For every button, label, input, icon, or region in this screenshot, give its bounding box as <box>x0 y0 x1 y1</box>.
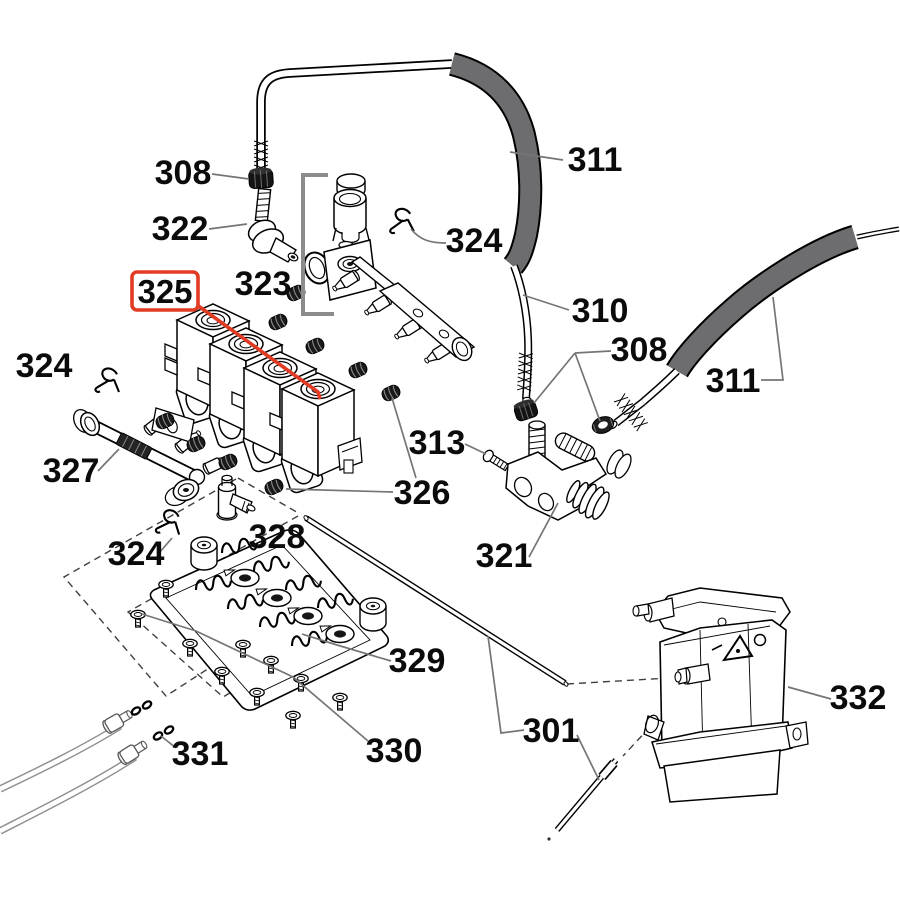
nut-308-b2 <box>591 416 615 434</box>
label-324-bottom: 324 <box>108 535 165 573</box>
label-324-left: 324 <box>16 347 73 385</box>
nut-308-a2 <box>513 399 539 422</box>
label-322: 322 <box>152 210 209 248</box>
label-328: 328 <box>249 518 306 556</box>
label-308-right: 308 <box>611 331 668 369</box>
highlight-box-325 <box>130 270 200 312</box>
label-308-top: 308 <box>155 154 212 192</box>
label-326: 326 <box>394 474 451 512</box>
nut-308-top <box>248 167 274 189</box>
tube-301-long <box>303 515 569 687</box>
fitting-322 <box>247 167 299 263</box>
solenoid-coil-4 <box>269 372 355 496</box>
label-325-highlighted: 325 <box>137 273 192 310</box>
clip-324-left <box>93 365 127 400</box>
label-327: 327 <box>43 452 100 490</box>
rubber-mount-post <box>359 597 387 632</box>
manifold-rail-323 <box>329 256 476 367</box>
sleeve-311-right <box>666 225 859 378</box>
label-310: 310 <box>572 292 629 330</box>
label-324-top: 324 <box>446 222 503 260</box>
rubber-mount-post <box>190 536 218 571</box>
label-331: 331 <box>172 735 229 773</box>
label-329: 329 <box>389 642 446 680</box>
cover-329 <box>149 529 390 711</box>
tube-301-short <box>547 758 619 841</box>
bracket-323 <box>301 173 334 316</box>
valve-group-323 <box>303 173 476 367</box>
label-332: 332 <box>830 679 887 717</box>
label-311-top: 311 <box>568 141 623 179</box>
label-313: 313 <box>409 424 466 462</box>
fitting-assembly-321 <box>505 420 632 521</box>
tank-332 <box>632 587 809 803</box>
rings-331 <box>129 698 176 743</box>
label-321: 321 <box>476 537 533 575</box>
label-301: 301 <box>523 712 580 750</box>
label-323: 323 <box>235 265 292 303</box>
manifold-327 <box>73 408 234 507</box>
screw-313 <box>482 449 510 472</box>
leader-lines <box>97 151 832 781</box>
label-330: 330 <box>366 732 423 770</box>
tubes-bottom-left <box>0 706 151 835</box>
hose-310-loop <box>253 52 543 404</box>
warning-triangle-icon <box>721 634 754 662</box>
hose-311-right <box>608 225 900 432</box>
sleeve-311-left <box>448 52 543 274</box>
warning-circle-icon <box>753 633 767 647</box>
highlight-leader-325 <box>195 303 322 400</box>
fitting-328 <box>216 474 256 521</box>
label-311-right: 311 <box>706 362 761 400</box>
